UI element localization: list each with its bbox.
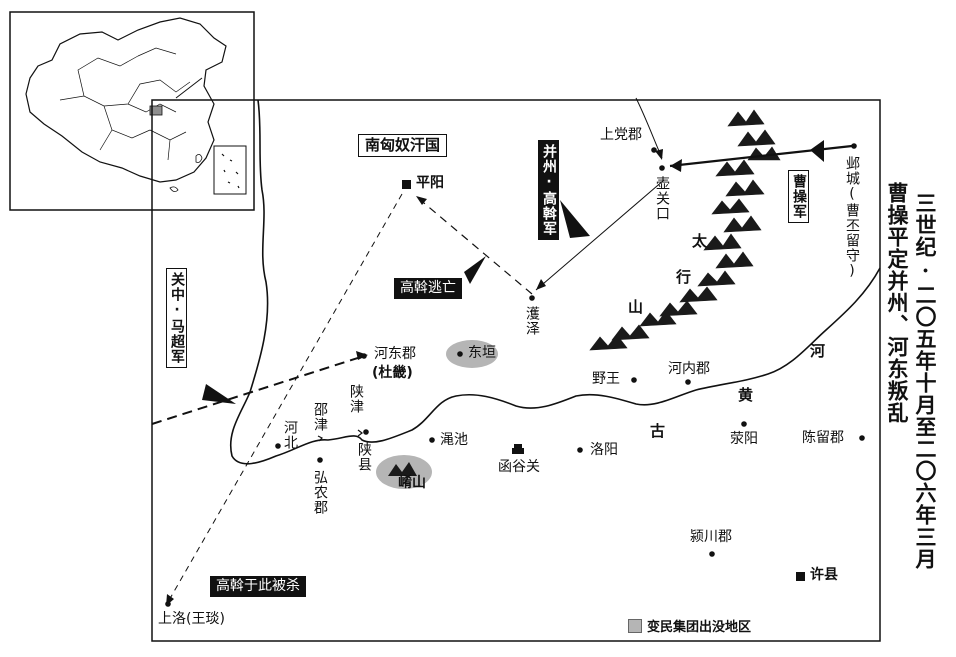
pingyang-to-shangluo-route	[167, 193, 403, 603]
label-mianchi: 渑池	[440, 432, 468, 448]
label-xingyang: 荥阳	[730, 431, 758, 447]
label-shangluo: 上洛(王琰)	[158, 611, 225, 627]
label-huze: 濩泽	[524, 306, 540, 336]
label-river-huang: 黄	[738, 386, 754, 404]
label-pingyang: 平阳	[416, 175, 444, 191]
label-mountain-hang: 行	[676, 268, 692, 286]
cao-cao-route	[669, 144, 853, 168]
label-hedong: 河东郡	[374, 346, 416, 362]
rebel-region-dongyuan	[446, 340, 498, 368]
main-map-frame	[151, 99, 881, 642]
label-henei: 河内郡	[668, 361, 710, 377]
gaogan-flee-route	[417, 197, 533, 295]
taihang-mountains	[589, 109, 781, 351]
label-chenliu: 陈留郡	[802, 430, 844, 446]
callout-caocao: 曹操军	[788, 170, 809, 223]
label-hangu: 函谷关	[498, 459, 540, 475]
label-shangdang: 上党郡	[600, 127, 642, 143]
label-river-he: 河	[810, 342, 826, 360]
inset-china-map	[9, 11, 255, 211]
label-mountain-tai: 太	[692, 232, 708, 250]
label-mountain-shan: 山	[628, 298, 644, 316]
label-yingchuan: 颍川郡	[690, 529, 732, 545]
label-hebei: 河北	[282, 420, 298, 450]
yaoshan-mountain-icon	[388, 462, 417, 476]
label-xuxian: 许县	[810, 567, 838, 583]
map-title-line1: 三世纪·二〇五年十月至二〇六年三月	[913, 192, 938, 570]
ma-chao-route	[151, 355, 365, 425]
label-shanxian: 陕县	[356, 442, 372, 472]
legend-label: 变民集团出没地区	[647, 620, 752, 635]
gaogan-army-route	[535, 179, 665, 291]
label-yijin: 邵津	[312, 402, 328, 432]
label-yaoshan: 崤山	[398, 475, 426, 491]
callout-nanxiongnu: 南匈奴汗国	[358, 134, 448, 157]
legend-swatch	[628, 618, 642, 633]
callout-bingzhou: 并州·高斡军	[538, 140, 559, 240]
callout-gaogan-killed: 高斡于此被杀	[210, 576, 306, 597]
label-dongyuan: 东垣	[468, 345, 496, 361]
label-hedong-sub: (杜畿)	[372, 365, 413, 381]
label-river-gu: 古	[650, 422, 666, 440]
city-markers	[165, 143, 865, 607]
callout-guanzhong: 关中·马超军	[166, 268, 187, 368]
label-shanjin: 陕津	[348, 384, 364, 414]
label-yecheng: 邺城(曹丕留守)	[844, 156, 860, 280]
label-hukou: 壶关口	[654, 176, 670, 221]
yellow-river	[229, 99, 881, 465]
map-title-line2: 曹操平定并州、河东叛乱	[885, 182, 910, 424]
label-hongnong: 弘农郡	[312, 470, 328, 515]
label-luoyang: 洛阳	[590, 442, 618, 458]
callout-gaogan-flee: 高斡逃亡	[394, 278, 462, 299]
label-yewang: 野王	[592, 371, 620, 387]
legend: 变民集团出没地区	[628, 616, 751, 635]
